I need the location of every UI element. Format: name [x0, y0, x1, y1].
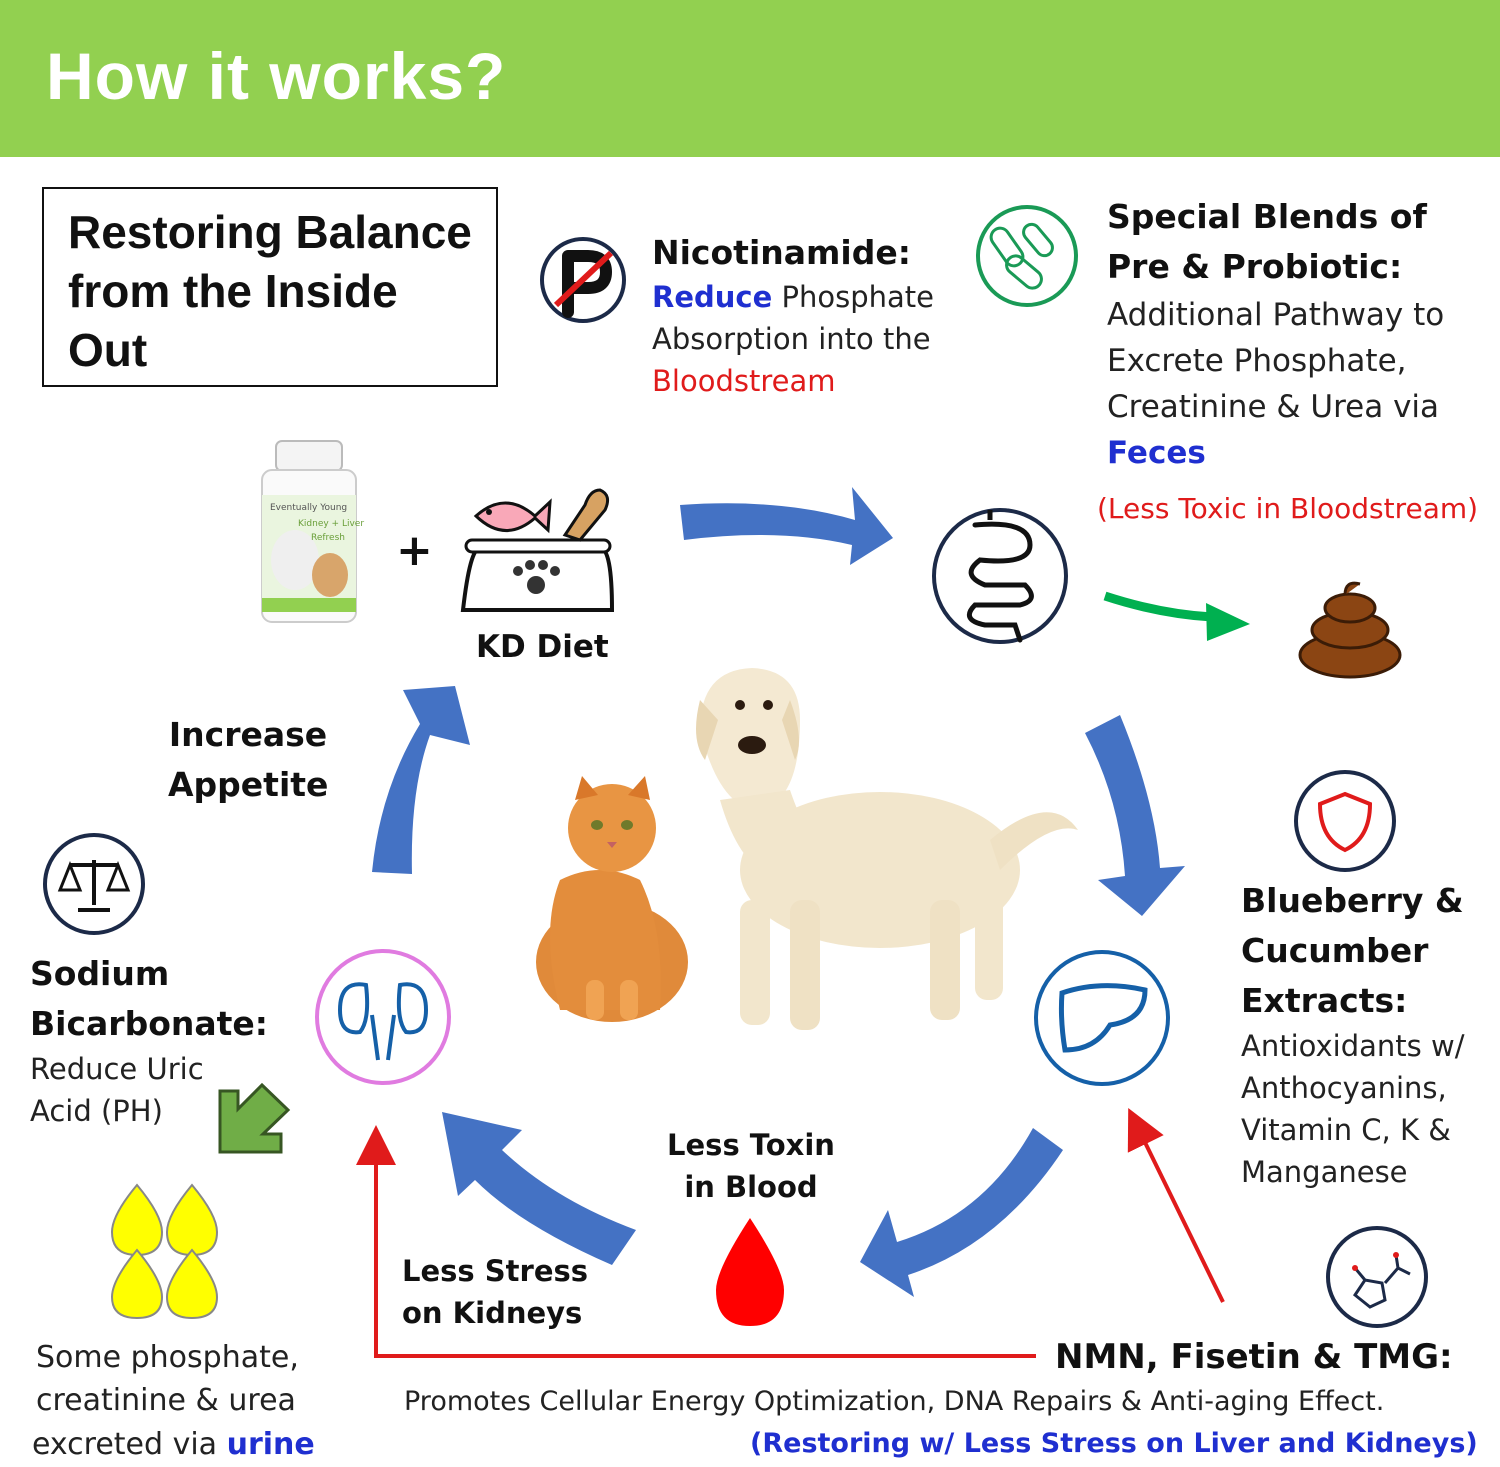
kidney-icon [315, 949, 451, 1085]
probiotic-bacteria-icon [976, 205, 1078, 307]
probiotic-heading2: Pre & Probiotic: [1107, 247, 1403, 286]
urine-line2: creatinine & urea [36, 1383, 296, 1418]
kidney-stress-line1: Less Stress [402, 1254, 589, 1288]
shield-icon [1294, 770, 1396, 872]
kd-diet-label: KD Diet [476, 629, 609, 665]
blueberry-heading3: Extracts: [1241, 981, 1408, 1020]
product-name-line1: Kidney + Liver [298, 519, 365, 529]
flow-arrow-gut-to-liver [1085, 715, 1185, 916]
nicotinamide-line2: Absorption into the [652, 322, 931, 356]
plus-sign: + [396, 525, 433, 576]
dog-image [696, 668, 1078, 1030]
nmn-line1: Promotes Cellular Energy Optimization, D… [404, 1386, 1385, 1417]
appetite-line1: Increase [168, 715, 328, 754]
appetite-line2: Appetite [168, 765, 329, 804]
probiotic-feces: Feces [1107, 435, 1206, 471]
flow-arrow-diet-to-gut [680, 487, 893, 565]
urine-line3-pre: excreted via [32, 1427, 227, 1462]
intro-box [42, 187, 498, 387]
blueberry-line1: Antioxidants w/ [1241, 1029, 1465, 1063]
urine-word: urine [226, 1427, 315, 1462]
page-title: How it works? [46, 39, 507, 113]
blueberry-heading1: Blueberry & [1241, 881, 1464, 920]
product-brand: Eventually Young [270, 503, 348, 513]
nicotinamide-heading: Nicotinamide: [652, 233, 911, 272]
blood-line1: Less Toxin [667, 1128, 835, 1162]
urine-line3: excreted via urine [32, 1423, 315, 1467]
nmn-arrows [356, 1108, 1225, 1358]
probiotic-line3: Creatinine & Urea via [1107, 389, 1440, 425]
poop-icon [1298, 581, 1402, 679]
food-bowl-icon [460, 488, 615, 612]
nicotinamide-line3: Bloodstream [652, 364, 836, 398]
excrete-arrow [1103, 591, 1250, 641]
blueberry-line2: Anthocyanins, [1241, 1071, 1447, 1105]
nicotinamide-reduce: Reduce [652, 280, 773, 314]
probiotic-line1: Additional Pathway to [1107, 297, 1445, 333]
sodium-heading1: Sodium [30, 954, 170, 993]
flow-arrow-liver-to-blood [860, 1128, 1063, 1297]
sodium-arrow-icon [218, 1082, 291, 1154]
balance-scale-icon [43, 833, 145, 935]
sodium-heading2: Bicarbonate: [30, 1004, 268, 1043]
urine-line1: Some phosphate, [36, 1340, 299, 1375]
blueberry-line4: Manganese [1241, 1155, 1408, 1189]
supplement-bottle-icon [261, 440, 357, 623]
sodium-line1: Reduce Uric [30, 1052, 204, 1086]
intestine-icon [932, 508, 1068, 644]
intro-box-title: Restoring Balance from the Inside Out [68, 206, 472, 376]
nicotinamide-line1-rest: Phosphate [772, 280, 934, 314]
flow-arrow-kidney-to-diet [372, 686, 470, 874]
blueberry-heading2: Cucumber [1241, 931, 1429, 970]
probiotic-line2: Excrete Phosphate, [1107, 343, 1407, 379]
nicotinamide-line1: Reduce Phosphate [652, 276, 934, 318]
cat-image [536, 776, 688, 1022]
blood-line2: in Blood [684, 1170, 818, 1204]
blueberry-line3: Vitamin C, K & [1241, 1113, 1451, 1147]
liver-icon [1034, 950, 1170, 1086]
probiotic-heading1: Special Blends of [1107, 197, 1427, 236]
flow-arrow-blood-to-kidney [442, 1112, 636, 1265]
sodium-line2: Acid (PH) [30, 1094, 163, 1128]
nmn-line2: (Restoring w/ Less Stress on Liver and K… [750, 1428, 1478, 1459]
header-bar [0, 0, 1500, 157]
nmn-heading: NMN, Fisetin & TMG: [1055, 1337, 1453, 1377]
urine-drops-icon [110, 1183, 219, 1320]
kidney-stress-line2: on Kidneys [402, 1296, 583, 1330]
molecule-icon [1326, 1226, 1428, 1328]
no-phosphate-icon [540, 237, 626, 323]
product-name-line2: Refresh [311, 533, 345, 543]
blood-drop-icon [716, 1218, 784, 1326]
probiotic-note: (Less Toxic in Bloodstream) [1097, 492, 1479, 525]
